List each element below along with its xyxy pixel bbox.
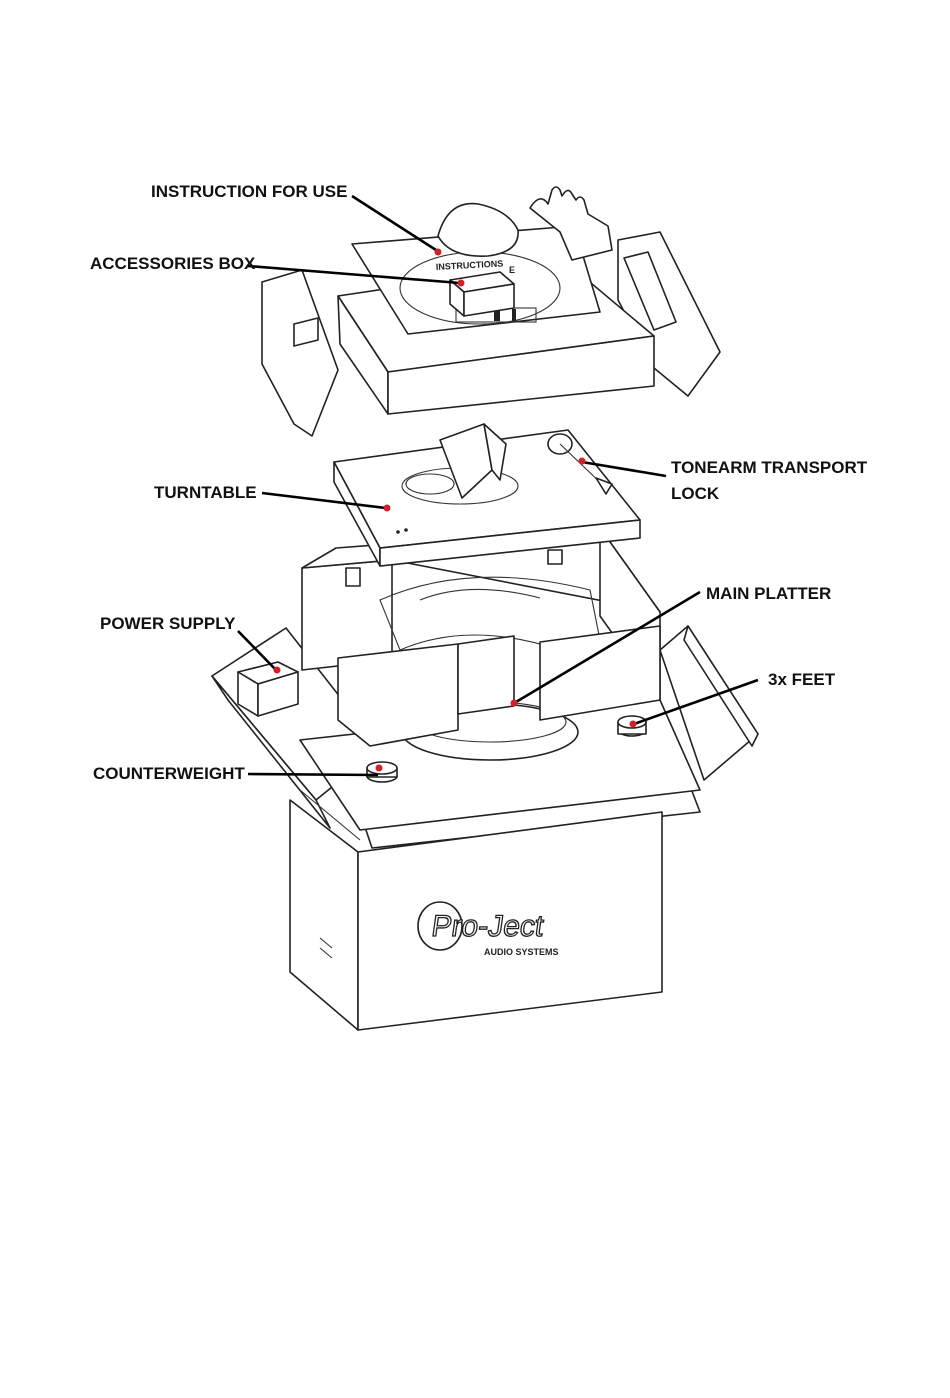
label-counterweight: COUNTERWEIGHT — [93, 764, 245, 783]
label-tonearm-transport-lock-2: LOCK — [671, 484, 720, 503]
logo-tagline: AUDIO SYSTEMS — [484, 947, 559, 957]
leader-counterweight — [248, 774, 378, 775]
accessories-box — [450, 272, 514, 316]
marker-counterweight — [376, 765, 383, 772]
label-tonearm-transport-lock-1: TONEARM TRANSPORT — [671, 458, 868, 477]
counterweight — [367, 762, 397, 782]
label-instruction-for-use: INSTRUCTION FOR USE — [151, 182, 347, 201]
marker-instruction — [435, 249, 442, 256]
marker-tonearm — [579, 458, 586, 465]
label-accessories-box: ACCESSORIES BOX — [90, 254, 256, 273]
logo-brand: Pro-Ject — [429, 910, 546, 943]
label-turntable: TURNTABLE — [154, 483, 257, 502]
marker-turntable — [384, 505, 391, 512]
label-main-platter: MAIN PLATTER — [706, 584, 831, 603]
marker-feet — [630, 721, 637, 728]
marker-accessories — [458, 280, 465, 287]
sheet-letter: E — [509, 265, 515, 275]
label-feet: 3x FEET — [768, 670, 836, 689]
cleaning-cloth — [438, 204, 518, 257]
label-power-supply: POWER SUPPLY — [100, 614, 236, 633]
marker-platter — [511, 700, 518, 707]
marker-power — [274, 667, 281, 674]
